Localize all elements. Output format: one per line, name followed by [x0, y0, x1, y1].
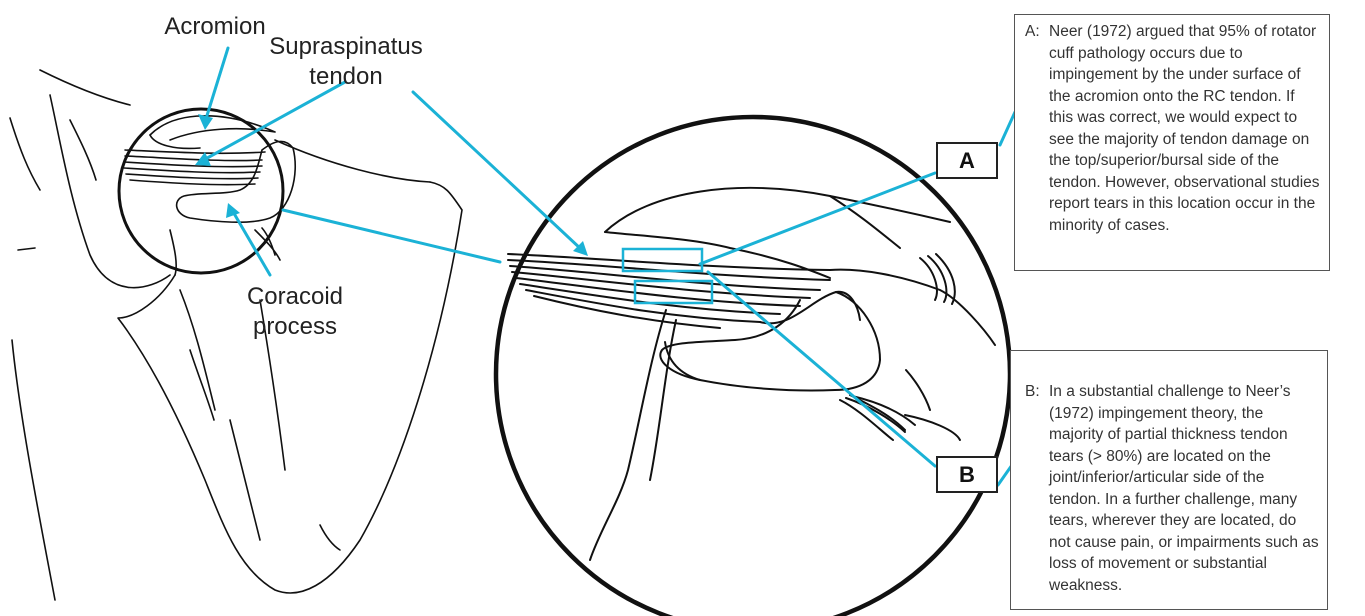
callout-letter-a: A [936, 142, 998, 179]
callout-letter-b: B [936, 456, 998, 493]
label-supraspinatus-text: Supraspinatus tendon [269, 33, 422, 90]
label-coracoid: Coracoid process [230, 282, 360, 342]
label-supraspinatus: Supraspinatus tendon [264, 32, 428, 92]
magnify-circle-large [496, 117, 1010, 616]
callout-box-a: A: Neer (1972) argued that 95% of rotato… [1014, 14, 1330, 271]
callout-a-text: Neer (1972) argued that 95% of rotator c… [1049, 21, 1321, 236]
label-coracoid-text: Coracoid process [247, 283, 343, 340]
magnify-circle-small [119, 109, 283, 273]
callout-b-text: In a substantial challenge to Neer’s (19… [1049, 381, 1319, 596]
callout-a-prefix: A: [1025, 21, 1040, 43]
callout-b-prefix: B: [1025, 381, 1040, 403]
callout-box-b: B: In a substantial challenge to Neer’s … [1010, 350, 1328, 610]
